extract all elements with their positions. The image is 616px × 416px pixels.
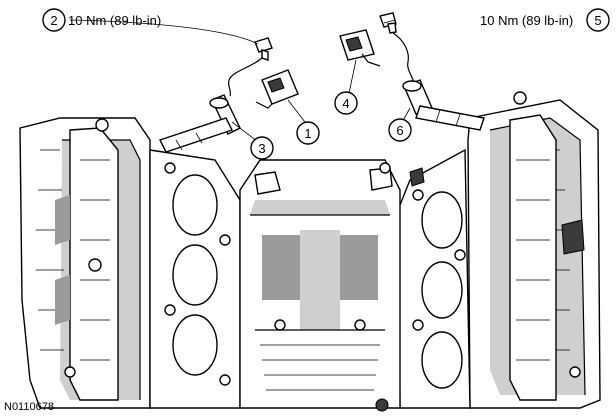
callout-5: 10 Nm (89 lb-in) 5 [480, 8, 610, 32]
left-cylinder-head [19, 117, 151, 409]
svg-text:3: 3 [258, 141, 265, 156]
svg-text:4: 4 [342, 96, 349, 111]
svg-text:1: 1 [304, 126, 311, 141]
right-cylinder-head [467, 91, 601, 409]
torque-spec-5: 10 Nm (89 lb-in) [480, 13, 573, 28]
leader-lines [69, 19, 411, 146]
left-intake-gasket [149, 149, 241, 409]
callout-6: 6 [388, 118, 412, 142]
left-sensor-bolt [254, 37, 273, 53]
engine-valley [239, 159, 425, 412]
svg-text:6: 6 [396, 123, 403, 138]
svg-text:2: 2 [50, 13, 57, 28]
callout-4: 4 [334, 91, 358, 115]
engine-illustration [19, 91, 601, 412]
svg-text:5: 5 [594, 13, 601, 28]
left-camshaft-sensor-assembly [159, 37, 299, 153]
torque-spec-2: 10 Nm (89 lb-in) [68, 13, 161, 28]
right-intake-gasket [397, 148, 471, 409]
figure-id: N0110678 [4, 401, 54, 413]
callout-1: 1 [296, 121, 320, 145]
callout-3: 3 [250, 136, 274, 160]
callout-2: 2 10 Nm (89 lb-in) [42, 8, 161, 32]
right-camshaft-sensor-assembly [339, 12, 485, 131]
